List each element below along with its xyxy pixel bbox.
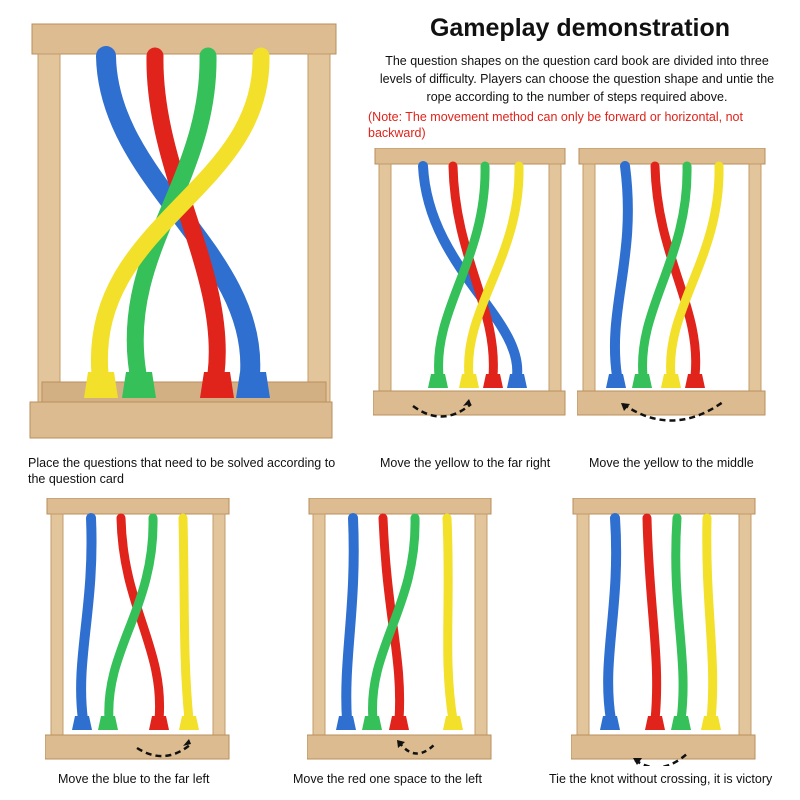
puzzle-photo-1 <box>28 22 340 442</box>
step-caption: Move the red one space to the left <box>293 772 483 786</box>
page-title: Gameplay demonstration <box>429 14 731 42</box>
puzzle-photo-4 <box>45 498 235 766</box>
puzzle-photo-5 <box>307 498 497 766</box>
step-caption: Tie the knot without crossing, it is vic… <box>549 772 773 786</box>
intro-text: The question shapes on the question card… <box>379 54 775 104</box>
movement-note: (Note: The movement method can only be f… <box>368 110 743 140</box>
puzzle-photo-3 <box>577 148 772 423</box>
puzzle-photo-2 <box>373 148 568 423</box>
step-caption: Place the questions that need to be solv… <box>28 456 336 486</box>
puzzle-photo-6 <box>571 498 761 766</box>
step-caption: Move the blue to the far left <box>58 772 210 786</box>
step-caption: Move the yellow to the middle <box>589 456 754 470</box>
step-caption: Move the yellow to the far right <box>380 456 551 470</box>
